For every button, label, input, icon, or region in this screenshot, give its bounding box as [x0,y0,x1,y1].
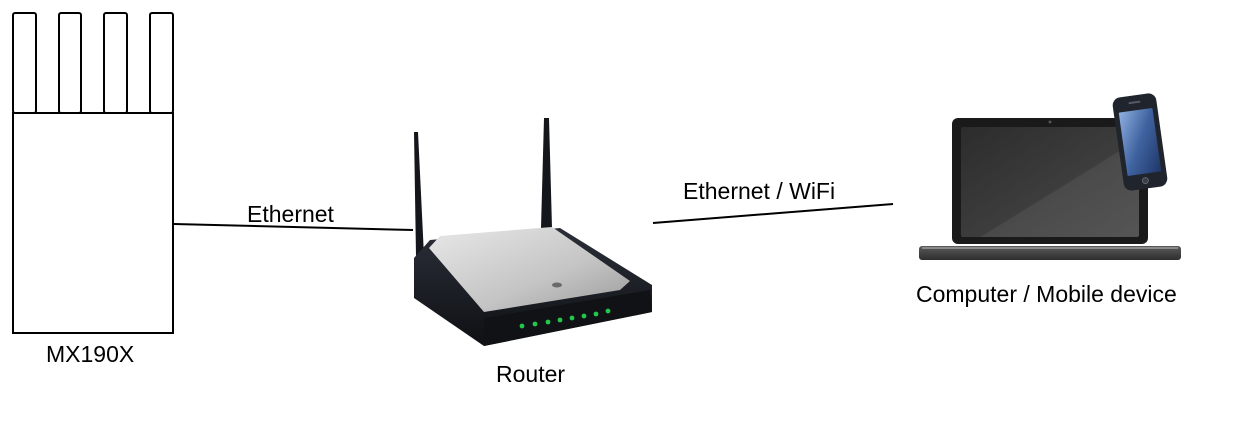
mx190x-device-icon [12,12,174,334]
router-antenna-right [541,118,552,228]
ethernet-connection-label: Ethernet [247,201,334,227]
computer-mobile-label: Computer / Mobile device [916,281,1177,307]
mx190x-antenna [149,12,174,114]
mx190x-antenna [58,12,82,114]
router-label: Router [496,361,566,387]
laptop-screen [961,127,1139,237]
mx190x-label: MX190X [46,341,135,367]
laptop-camera [1048,120,1052,124]
router-top-panel [429,227,630,312]
mx190x-antenna [12,12,37,114]
mx190x-antenna [103,12,128,114]
laptop-icon [919,118,1181,260]
connection-line-ethernet-wifi [652,203,894,224]
laptop-base-highlight [922,247,1178,249]
router-led [557,317,563,323]
ethernet-wifi-connection-label: Ethernet / WiFi [683,178,836,204]
router-front-face [484,290,652,346]
router-led [593,311,599,317]
phone-screen [1118,108,1162,176]
router-led [532,321,538,327]
router-top-logo [552,282,562,288]
mx190x-body [12,112,174,334]
smartphone-icon [1112,93,1168,191]
phone-home-button [1142,177,1149,185]
phone-speaker [1128,100,1141,105]
router-led [581,313,587,319]
laptop-base [919,246,1181,260]
router-led [569,315,575,321]
wifi-router-icon [414,118,652,346]
connection-line-ethernet [173,223,414,231]
router-antenna-left [414,132,424,256]
router-led [605,308,611,314]
router-led [545,319,551,325]
router-led [519,323,525,329]
router-status-leds [519,308,611,329]
